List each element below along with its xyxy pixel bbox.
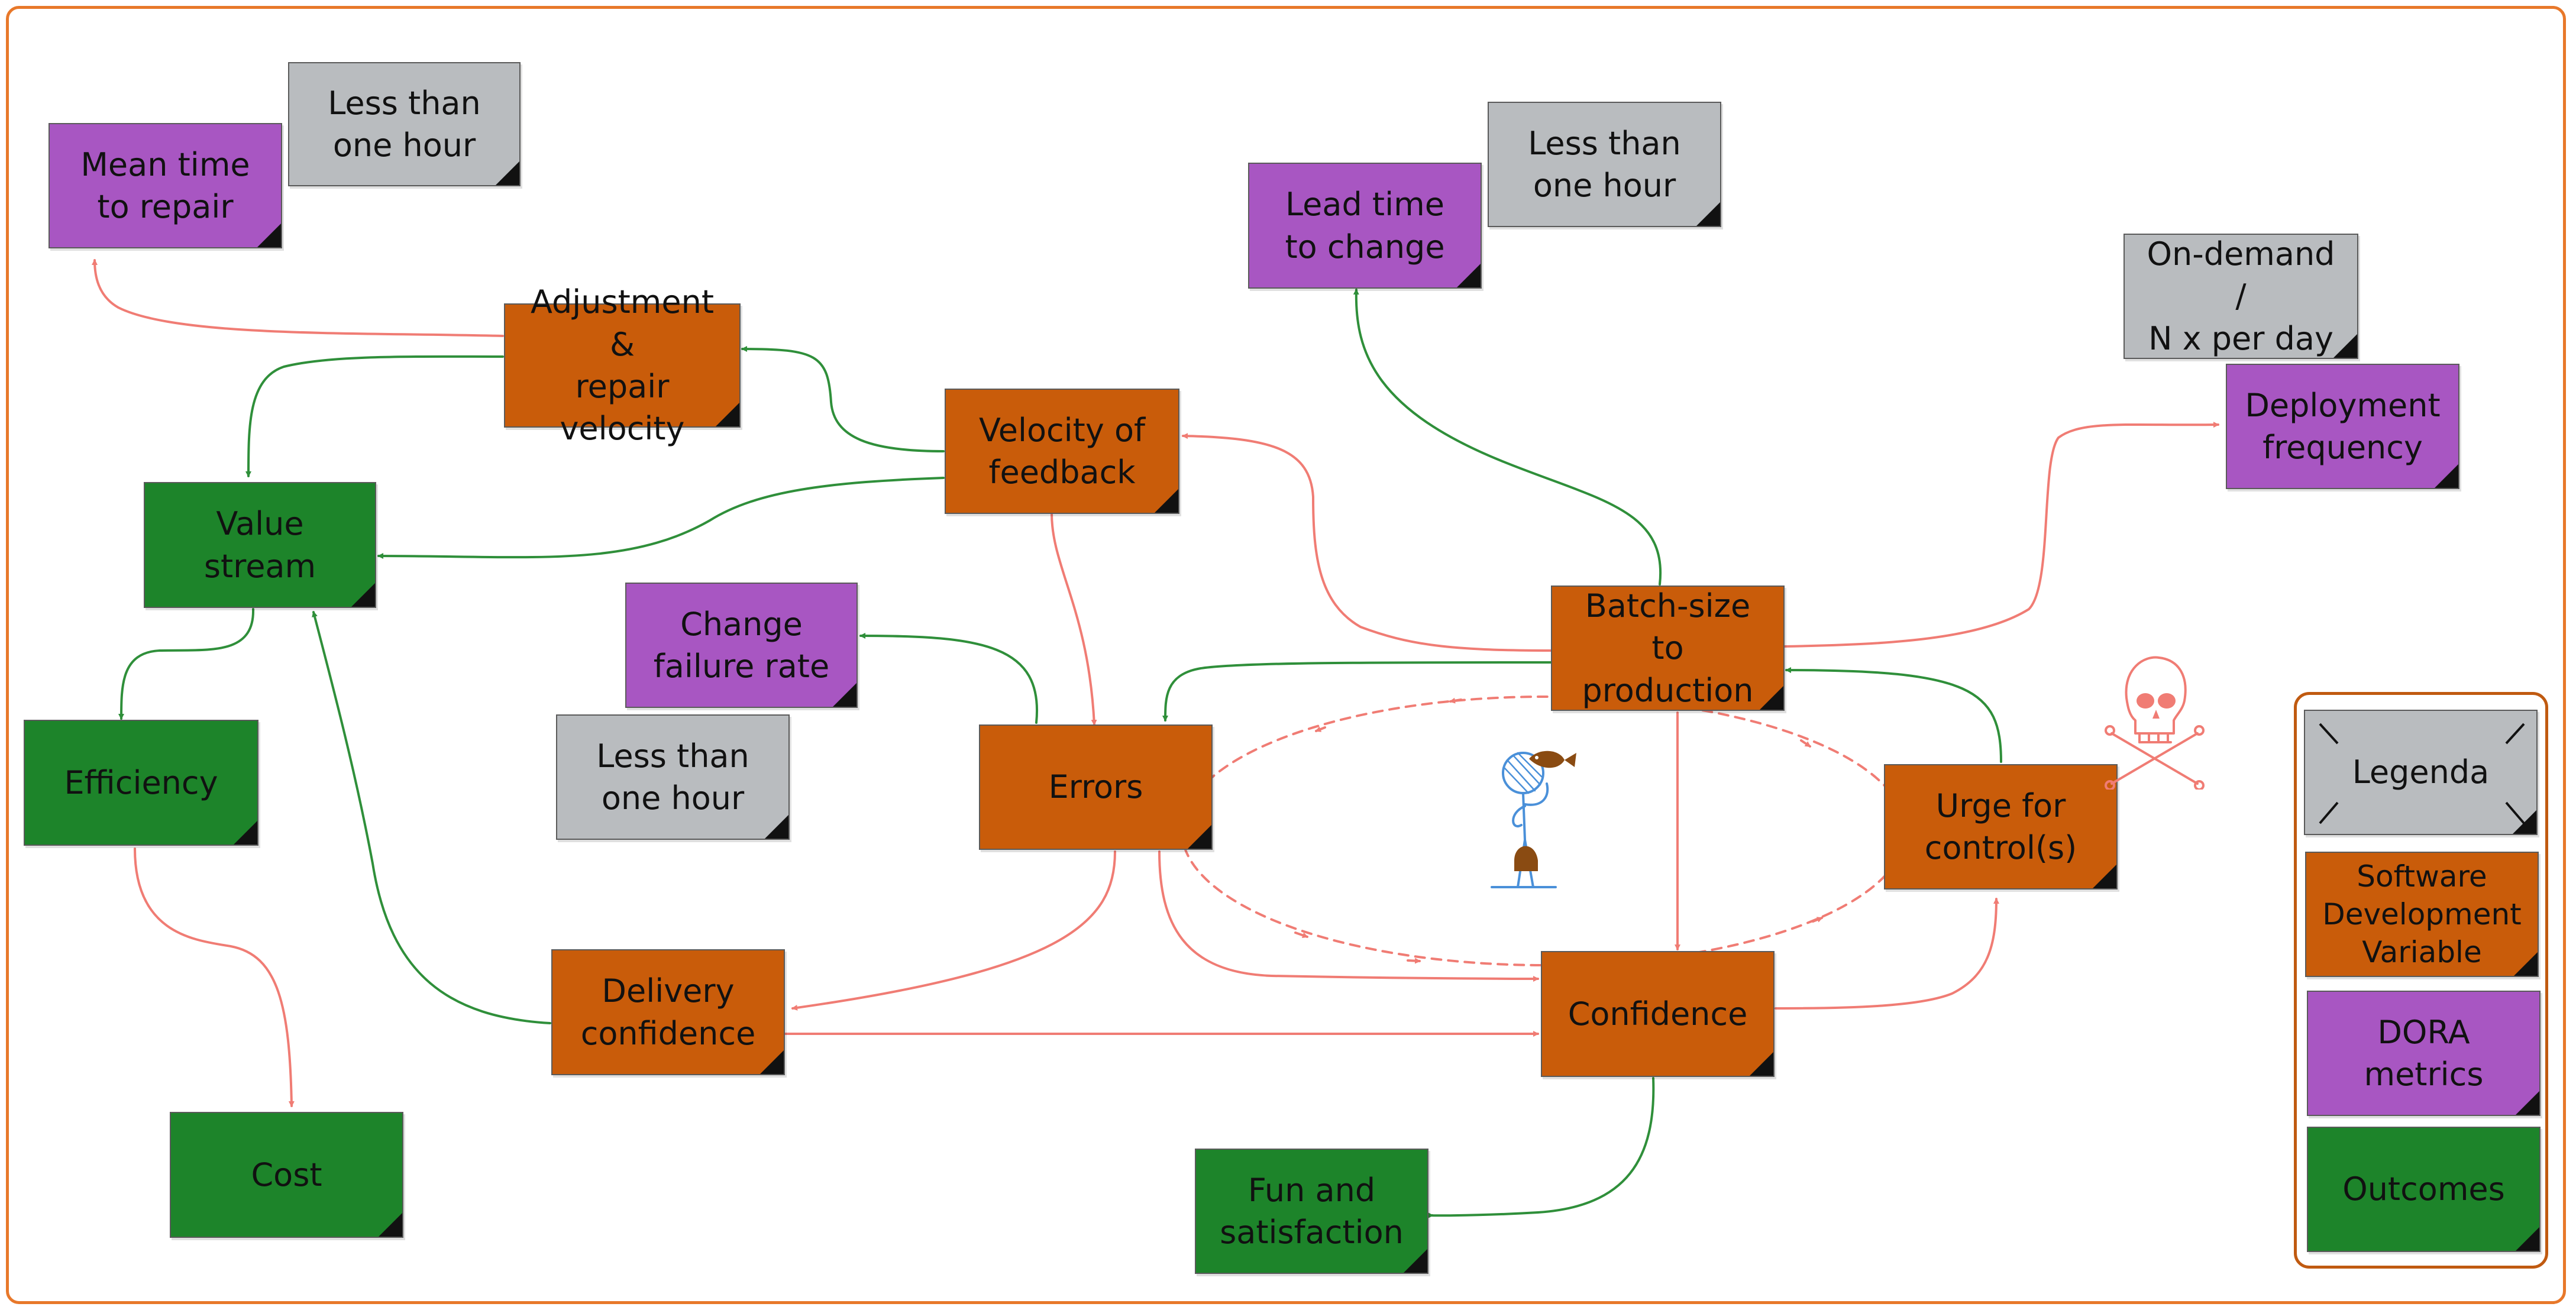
- note-fun-and-satisfaction[interactable]: Fun and satisfaction: [1195, 1149, 1428, 1274]
- legend-title: Legenda: [2352, 753, 2490, 791]
- note-lead-time-to-change[interactable]: Lead time to change: [1248, 163, 1482, 289]
- note-lead-time-target[interactable]: Less than one hour: [1488, 102, 1721, 227]
- note-urge-for-controls[interactable]: Urge for control(s): [1884, 764, 2118, 889]
- fold-corner: [1457, 264, 1481, 287]
- note-label: Lead time to change: [1285, 186, 1445, 266]
- note-velocity-of-feedback[interactable]: Velocity of feedback: [945, 389, 1179, 514]
- note-batch-size-to-production[interactable]: Batch-size to production: [1551, 586, 1785, 711]
- legend-title-note: Legenda: [2304, 710, 2538, 835]
- note-mttr-target[interactable]: Less than one hour: [288, 62, 521, 186]
- fold-corner: [2093, 865, 2116, 888]
- note-label: Adjustment & repair velocity: [530, 283, 715, 448]
- loop-arrow-2: [1800, 739, 1811, 748]
- note-label: Confidence: [1567, 995, 1748, 1033]
- link-efficiency-to-cost: [134, 848, 295, 1107]
- loop-arrow-4: [1407, 958, 1421, 964]
- fold-corner: [496, 161, 519, 185]
- note-label: Errors: [1048, 768, 1143, 806]
- loop-arrow-5: [1294, 931, 1308, 939]
- note-label: Change failure rate: [653, 605, 830, 685]
- link-confidence-to-urge: [1775, 898, 1999, 1010]
- note-cfr-target[interactable]: Less than one hour: [556, 714, 790, 840]
- note-label: On-demand / N x per day: [2147, 235, 2335, 357]
- fold-corner: [1188, 825, 1211, 849]
- note-label: Delivery confidence: [580, 972, 756, 1052]
- note-label: Fun and satisfaction: [1220, 1171, 1404, 1251]
- note-confidence[interactable]: Confidence: [1541, 951, 1775, 1077]
- legend-software-label: Software Development Variable: [2322, 859, 2522, 969]
- legend-outcomes: Outcomes: [2307, 1127, 2541, 1252]
- link-adjustment-to-valuestream: [245, 355, 504, 477]
- note-label: Urge for control(s): [1924, 787, 2077, 866]
- person-carrying-fish-icon: [1491, 751, 1576, 888]
- fold-corner: [1760, 686, 1783, 710]
- note-adjustment-repair-velocity[interactable]: Adjustment & repair velocity: [504, 283, 741, 447]
- fold-corner: [2333, 334, 2357, 358]
- note-label: Less than one hour: [1528, 124, 1681, 204]
- link-urge-to-batch: [1785, 667, 2002, 763]
- note-cost[interactable]: Cost: [170, 1112, 403, 1238]
- fold-corner: [1696, 202, 1720, 226]
- loop-arrow-1: [1449, 697, 1462, 704]
- link-errors-to-delivery: [791, 850, 1116, 1011]
- fold-corner: [234, 821, 257, 845]
- note-label: Value stream: [203, 505, 316, 585]
- note-label: Cost: [251, 1156, 322, 1193]
- note-deployment-frequency[interactable]: Deployment frequency: [2226, 364, 2459, 489]
- note-deploy-target[interactable]: On-demand / N x per day: [2123, 234, 2358, 359]
- link-batch-to-leadtime: [1353, 289, 1662, 586]
- fold-corner: [716, 403, 739, 426]
- fold-corner: [2516, 1227, 2539, 1251]
- fold-corner: [1750, 1052, 1773, 1076]
- fold-corner: [379, 1213, 402, 1237]
- fold-corner: [2513, 810, 2536, 834]
- note-label: Batch-size to production: [1582, 587, 1754, 709]
- note-change-failure-rate[interactable]: Change failure rate: [625, 583, 858, 708]
- link-batch-to-deploy: [1783, 422, 2219, 648]
- fold-corner: [257, 224, 281, 247]
- legend-frame: [2294, 692, 2548, 1269]
- link-batch-to-errors: [1162, 661, 1552, 722]
- note-mean-time-to-repair[interactable]: Mean time to repair: [49, 123, 282, 248]
- fold-corner: [833, 683, 856, 707]
- fold-corner: [2516, 1091, 2539, 1115]
- skull-crossbones-icon: [2105, 656, 2205, 790]
- legend-dora-label: DORA metrics: [2364, 1013, 2484, 1093]
- link-errors-to-confidence: [1158, 850, 1539, 982]
- link-velocity-to-errors: [1051, 512, 1097, 726]
- fold-corner: [1155, 489, 1178, 513]
- outer-frame: [6, 6, 2566, 1304]
- legend-cross-lines: [2319, 723, 2525, 824]
- note-label: Less than one hour: [328, 84, 481, 164]
- fold-corner: [2514, 952, 2538, 976]
- note-label: Deployment frequency: [2245, 386, 2441, 466]
- note-label: Mean time to repair: [80, 145, 250, 225]
- link-velocity-to-valuestream: [377, 477, 945, 559]
- note-label: Less than one hour: [596, 737, 749, 817]
- fold-corner: [351, 583, 375, 607]
- note-efficiency[interactable]: Efficiency: [24, 720, 258, 846]
- link-valuestream-to-efficiency: [118, 608, 255, 720]
- note-label: Velocity of feedback: [978, 411, 1146, 491]
- link-confidence-to-fun: [1427, 1077, 1655, 1219]
- fold-corner: [765, 815, 788, 839]
- note-errors[interactable]: Errors: [979, 724, 1213, 850]
- link-errors-to-cfr: [859, 633, 1039, 724]
- link-velocity-to-adjustment: [741, 346, 945, 452]
- legend-dora-metrics: DORA metrics: [2307, 991, 2541, 1116]
- note-delivery-confidence[interactable]: Delivery confidence: [551, 949, 785, 1075]
- loop-arrow-3: [1812, 917, 1823, 923]
- link-delivery-to-valuestream: [312, 611, 551, 1024]
- link-batch-to-velocity: [1182, 433, 1552, 652]
- fold-corner: [760, 1050, 784, 1074]
- fold-corner: [2435, 464, 2458, 488]
- loop-arrow-6: [1315, 726, 1326, 732]
- legend-outcomes-label: Outcomes: [2342, 1170, 2505, 1208]
- note-value-stream[interactable]: Value stream: [144, 482, 376, 608]
- link-adjustment-to-mttr: [92, 259, 504, 337]
- note-label: Efficiency: [64, 764, 218, 801]
- fold-corner: [1404, 1249, 1427, 1273]
- legend-software-variable: Software Development Variable: [2305, 852, 2539, 977]
